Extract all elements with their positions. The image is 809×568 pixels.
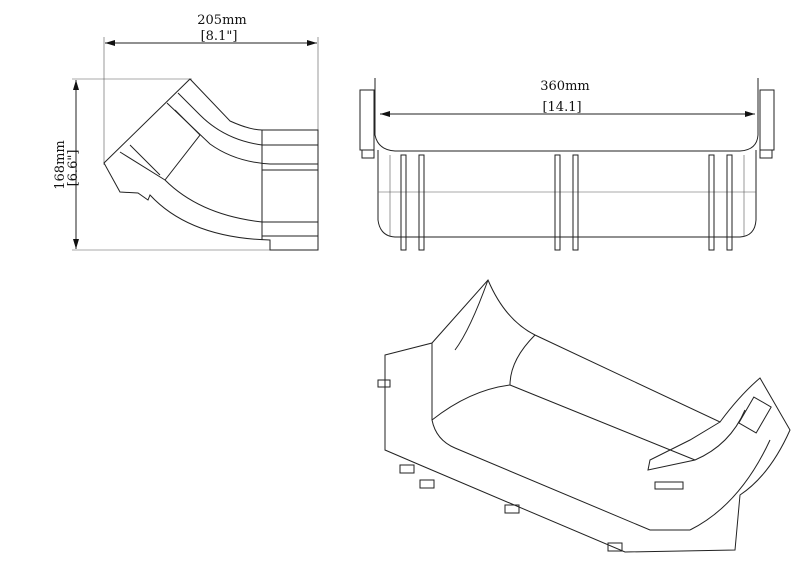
height-mm-label: 168mm (53, 140, 68, 189)
side-clips (359, 89, 775, 159)
front-width-in-label: [14.1] (542, 100, 581, 115)
top-view: 205mm [8.1"] 168mm [6.6"] (53, 13, 319, 251)
height-in-label: [6.6"] (66, 150, 81, 187)
front-width-mm-label: 360mm (540, 79, 589, 94)
width-dimension: 205mm [8.1"] (103, 13, 319, 250)
height-dimension: 168mm [6.6"] (53, 78, 318, 251)
elbow-top-outline (103, 78, 319, 251)
channel-profile (374, 78, 759, 152)
front-width-dimension: 360mm [14.1] (380, 79, 755, 117)
iso-clips (377, 379, 772, 552)
front-view: 360mm [14.1] (359, 78, 775, 251)
isometric-view (377, 279, 791, 553)
bottom-clips (400, 154, 733, 251)
width-mm-label: 205mm (197, 13, 246, 28)
width-in-label: [8.1"] (201, 29, 238, 44)
